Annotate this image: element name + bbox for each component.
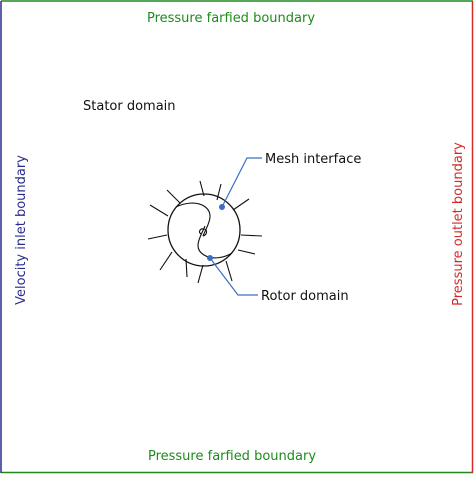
rotor-interface-circle [167,193,241,267]
stator-domain-label: Stator domain [83,99,176,114]
mesh-interface-marker [219,204,225,210]
rotor-domain-leader [209,257,258,296]
stator-blade [232,198,250,211]
mesh-interface-leader [221,157,262,208]
top-boundary-label: Pressure farfied boundary [147,11,315,26]
stator-blade [147,234,168,240]
stator-blades [147,180,263,284]
mesh-interface-label: Mesh interface [265,152,361,167]
stator-blade [166,189,181,204]
rotor-blade-lower [197,225,233,259]
stator-blade [225,260,233,282]
stator-blade [197,264,204,284]
stator-blade [149,204,169,217]
stator-blade [216,183,222,201]
left-boundary-label: Velocity inlet boundary [14,155,29,305]
bottom-boundary-label: Pressure farfied boundary [148,449,316,464]
rotor-domain-marker [207,255,213,261]
rotor-blade-upper [175,202,211,237]
rotor-hub [199,228,208,237]
rotor-domain-label: Rotor domain [261,289,349,304]
rotor-blades [175,202,233,259]
stator-blade [159,251,173,271]
stator-blade [240,234,263,237]
right-boundary-label: Pressure outlet boundary [451,142,466,306]
stator-blade [237,249,256,255]
